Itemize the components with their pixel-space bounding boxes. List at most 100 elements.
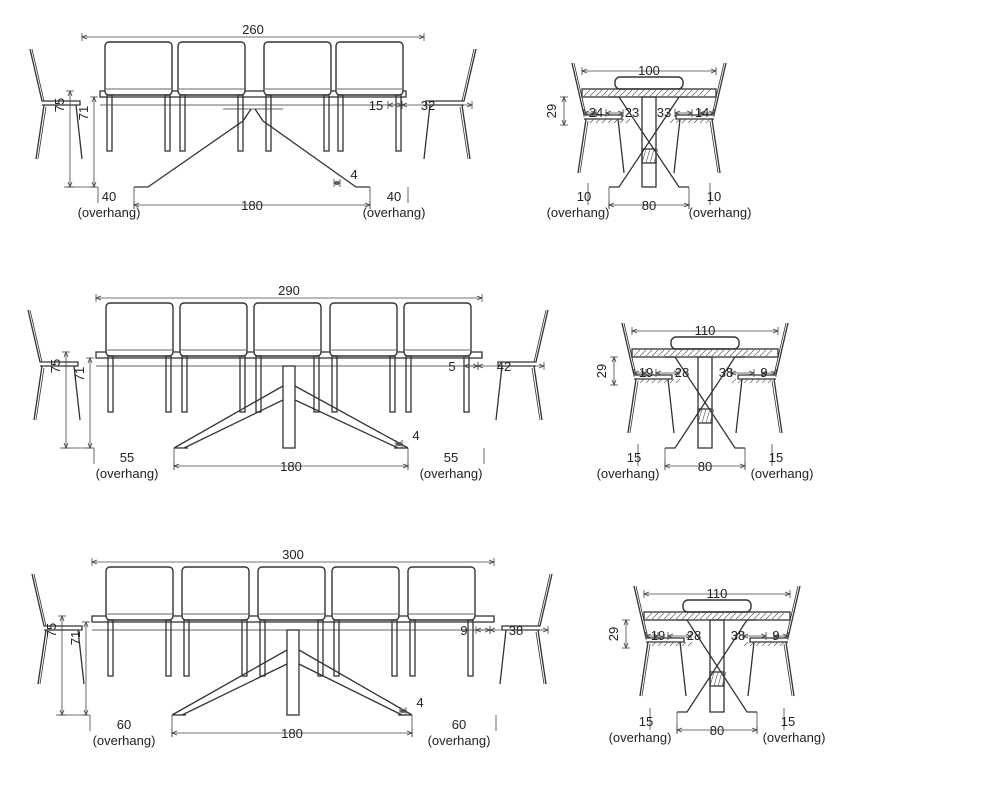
chair-back-inner <box>785 585 799 639</box>
chair-front-leg <box>73 365 81 421</box>
diagonal-leg-left-inner <box>183 399 284 449</box>
hatch-line <box>681 349 689 357</box>
hatch-line <box>761 378 767 384</box>
hatch-line <box>743 378 749 384</box>
block-hatch <box>701 408 707 424</box>
chair-front-leg <box>673 118 681 174</box>
diagonal-leg-right <box>298 649 413 716</box>
chair-front-view <box>105 566 174 677</box>
hatch-line <box>747 349 755 357</box>
chair-front-view <box>329 302 398 413</box>
left-overhang-note: (overhang) <box>93 733 156 748</box>
hatch-line <box>705 612 713 620</box>
chair-leg-right <box>313 355 320 413</box>
chair-rear-leg-inner <box>771 380 781 434</box>
chair-rear-leg-inner <box>709 120 719 174</box>
end-chair-side-profile <box>621 322 675 434</box>
chair-leg-left <box>106 94 113 152</box>
leg-span-label: 180 <box>241 198 263 213</box>
end-left-overhang-label: 15 <box>627 450 641 465</box>
right-gap-label: 33 <box>657 105 671 120</box>
hatch-line <box>773 641 779 647</box>
chair-leg-right <box>389 355 396 413</box>
end-chair-side-profile <box>27 309 81 421</box>
hatch-line <box>741 612 749 620</box>
chair-back-seat <box>27 309 79 367</box>
end-chair-side-profile <box>673 62 727 174</box>
hatch-line <box>645 349 653 357</box>
end-chair-side-profile <box>31 573 85 685</box>
hatch-line <box>607 89 615 97</box>
chair-front-view <box>407 566 476 677</box>
hatch-line <box>645 378 651 384</box>
table-base <box>171 629 413 716</box>
end-left-overhang-note: (overhang) <box>609 730 672 745</box>
left-overhang-label: 60 <box>117 717 131 732</box>
table-top-hatch <box>633 349 773 357</box>
end-chair-side-profile <box>29 48 83 160</box>
leg-span-label: 180 <box>280 459 302 474</box>
chair-leg-right <box>463 355 470 413</box>
overall-length-label: 290 <box>278 283 300 298</box>
chair-front-leg <box>75 104 83 160</box>
chair-gap-label: 15 <box>369 98 383 113</box>
chair-front-leg <box>499 629 507 685</box>
left-overhang-note: (overhang) <box>96 466 159 481</box>
chair-rear-leg <box>461 104 471 160</box>
hatch-line <box>731 378 737 384</box>
chair-leg-right <box>165 619 172 677</box>
hatch-line <box>601 89 609 97</box>
chair-front-leg <box>735 378 743 434</box>
chair-gap-label: 9 <box>460 623 467 638</box>
chair-rear-leg <box>35 104 45 160</box>
chair-front-view <box>177 41 246 152</box>
chair-back-seat <box>675 62 727 120</box>
hatch-line <box>657 612 665 620</box>
right-seat-label: 14 <box>695 105 709 120</box>
hatch-line <box>595 118 601 124</box>
right-seat-label: 9 <box>760 365 767 380</box>
table-top-hatch <box>645 612 785 620</box>
hatch-line <box>687 349 695 357</box>
chair-rear-leg <box>33 365 43 421</box>
left-seat-label: 19 <box>651 628 665 643</box>
chair-leg-right <box>241 619 248 677</box>
hatch-line <box>705 349 713 357</box>
hatch-line <box>639 349 647 357</box>
block-hatch <box>649 148 655 164</box>
overall-length-label: 300 <box>282 547 304 562</box>
hatch-line <box>619 118 625 124</box>
hatch-line <box>631 89 639 97</box>
chair-rear-leg <box>711 118 721 174</box>
hatch-line <box>649 89 657 97</box>
left-overhang-note: (overhang) <box>78 205 141 220</box>
x-leg-right <box>254 108 370 188</box>
hatch-line <box>691 89 699 97</box>
chair-rear-leg <box>627 378 637 434</box>
x-base-end <box>665 356 745 449</box>
leg-height-label: 71 <box>76 106 91 120</box>
chair-backrest <box>181 566 250 621</box>
table-top-section <box>631 348 779 358</box>
chair-back-inner <box>33 573 47 627</box>
chair-rear-leg-inner <box>783 643 793 697</box>
hatch-line <box>765 349 773 357</box>
chair-front-view <box>335 41 404 152</box>
hatch-line <box>669 612 677 620</box>
chair-backrest <box>331 566 400 621</box>
hatch-line <box>753 349 761 357</box>
hatch-line <box>675 349 683 357</box>
leg-height-label: 71 <box>68 631 83 645</box>
table-width-label: 100 <box>638 63 660 78</box>
chair-back-seat <box>497 309 549 367</box>
hatch-line <box>601 118 607 124</box>
hatch-line <box>693 349 701 357</box>
table-base <box>134 108 370 188</box>
hatch-line <box>613 89 621 97</box>
chair-back-inner <box>573 62 587 116</box>
table-top-hatch <box>743 641 785 647</box>
